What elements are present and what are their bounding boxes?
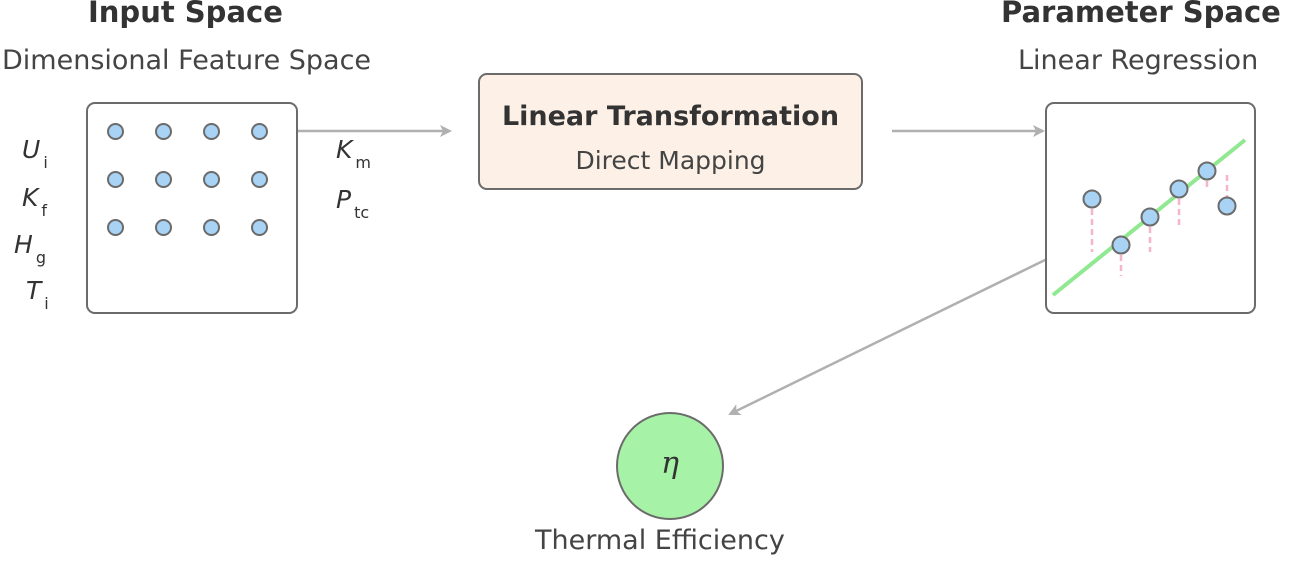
feature-point — [203, 219, 220, 236]
data-point — [1197, 161, 1216, 180]
parameter-space-subtitle: Linear Regression — [1018, 45, 1259, 76]
feature-point — [155, 219, 172, 236]
data-point — [1111, 235, 1130, 254]
parameter-space-panel — [1045, 102, 1256, 314]
data-point — [1217, 196, 1236, 215]
feature-point — [203, 123, 220, 140]
feature-point — [251, 219, 268, 236]
parameter-space-title: Parameter Space — [1001, 0, 1281, 29]
regression-plot — [1051, 137, 1246, 297]
feature-point — [107, 219, 124, 236]
input-space-panel — [86, 102, 298, 314]
feature-point — [155, 171, 172, 188]
data-point — [1140, 207, 1159, 226]
feature-point — [155, 123, 172, 140]
feature-point — [107, 171, 124, 188]
transformation-title: Linear Transformation — [501, 101, 840, 132]
feature-point — [251, 123, 268, 140]
feature-point — [203, 171, 220, 188]
eta-symbol: η — [661, 446, 679, 481]
input-space-title: Input Space — [88, 0, 283, 29]
transformation-subtitle: Direct Mapping — [575, 146, 766, 175]
feature-point — [107, 123, 124, 140]
feature-point — [251, 171, 268, 188]
input-space-subtitle: Dimensional Feature Space — [2, 45, 372, 76]
arrow-parameter-to-result — [728, 236, 1091, 416]
thermal-efficiency-label: Thermal Efficiency — [535, 525, 785, 556]
data-point — [1082, 189, 1101, 208]
thermal-efficiency-node: η — [616, 412, 724, 520]
linear-transformation-box: Linear Transformation Direct Mapping — [478, 73, 863, 190]
data-point — [1169, 179, 1188, 198]
